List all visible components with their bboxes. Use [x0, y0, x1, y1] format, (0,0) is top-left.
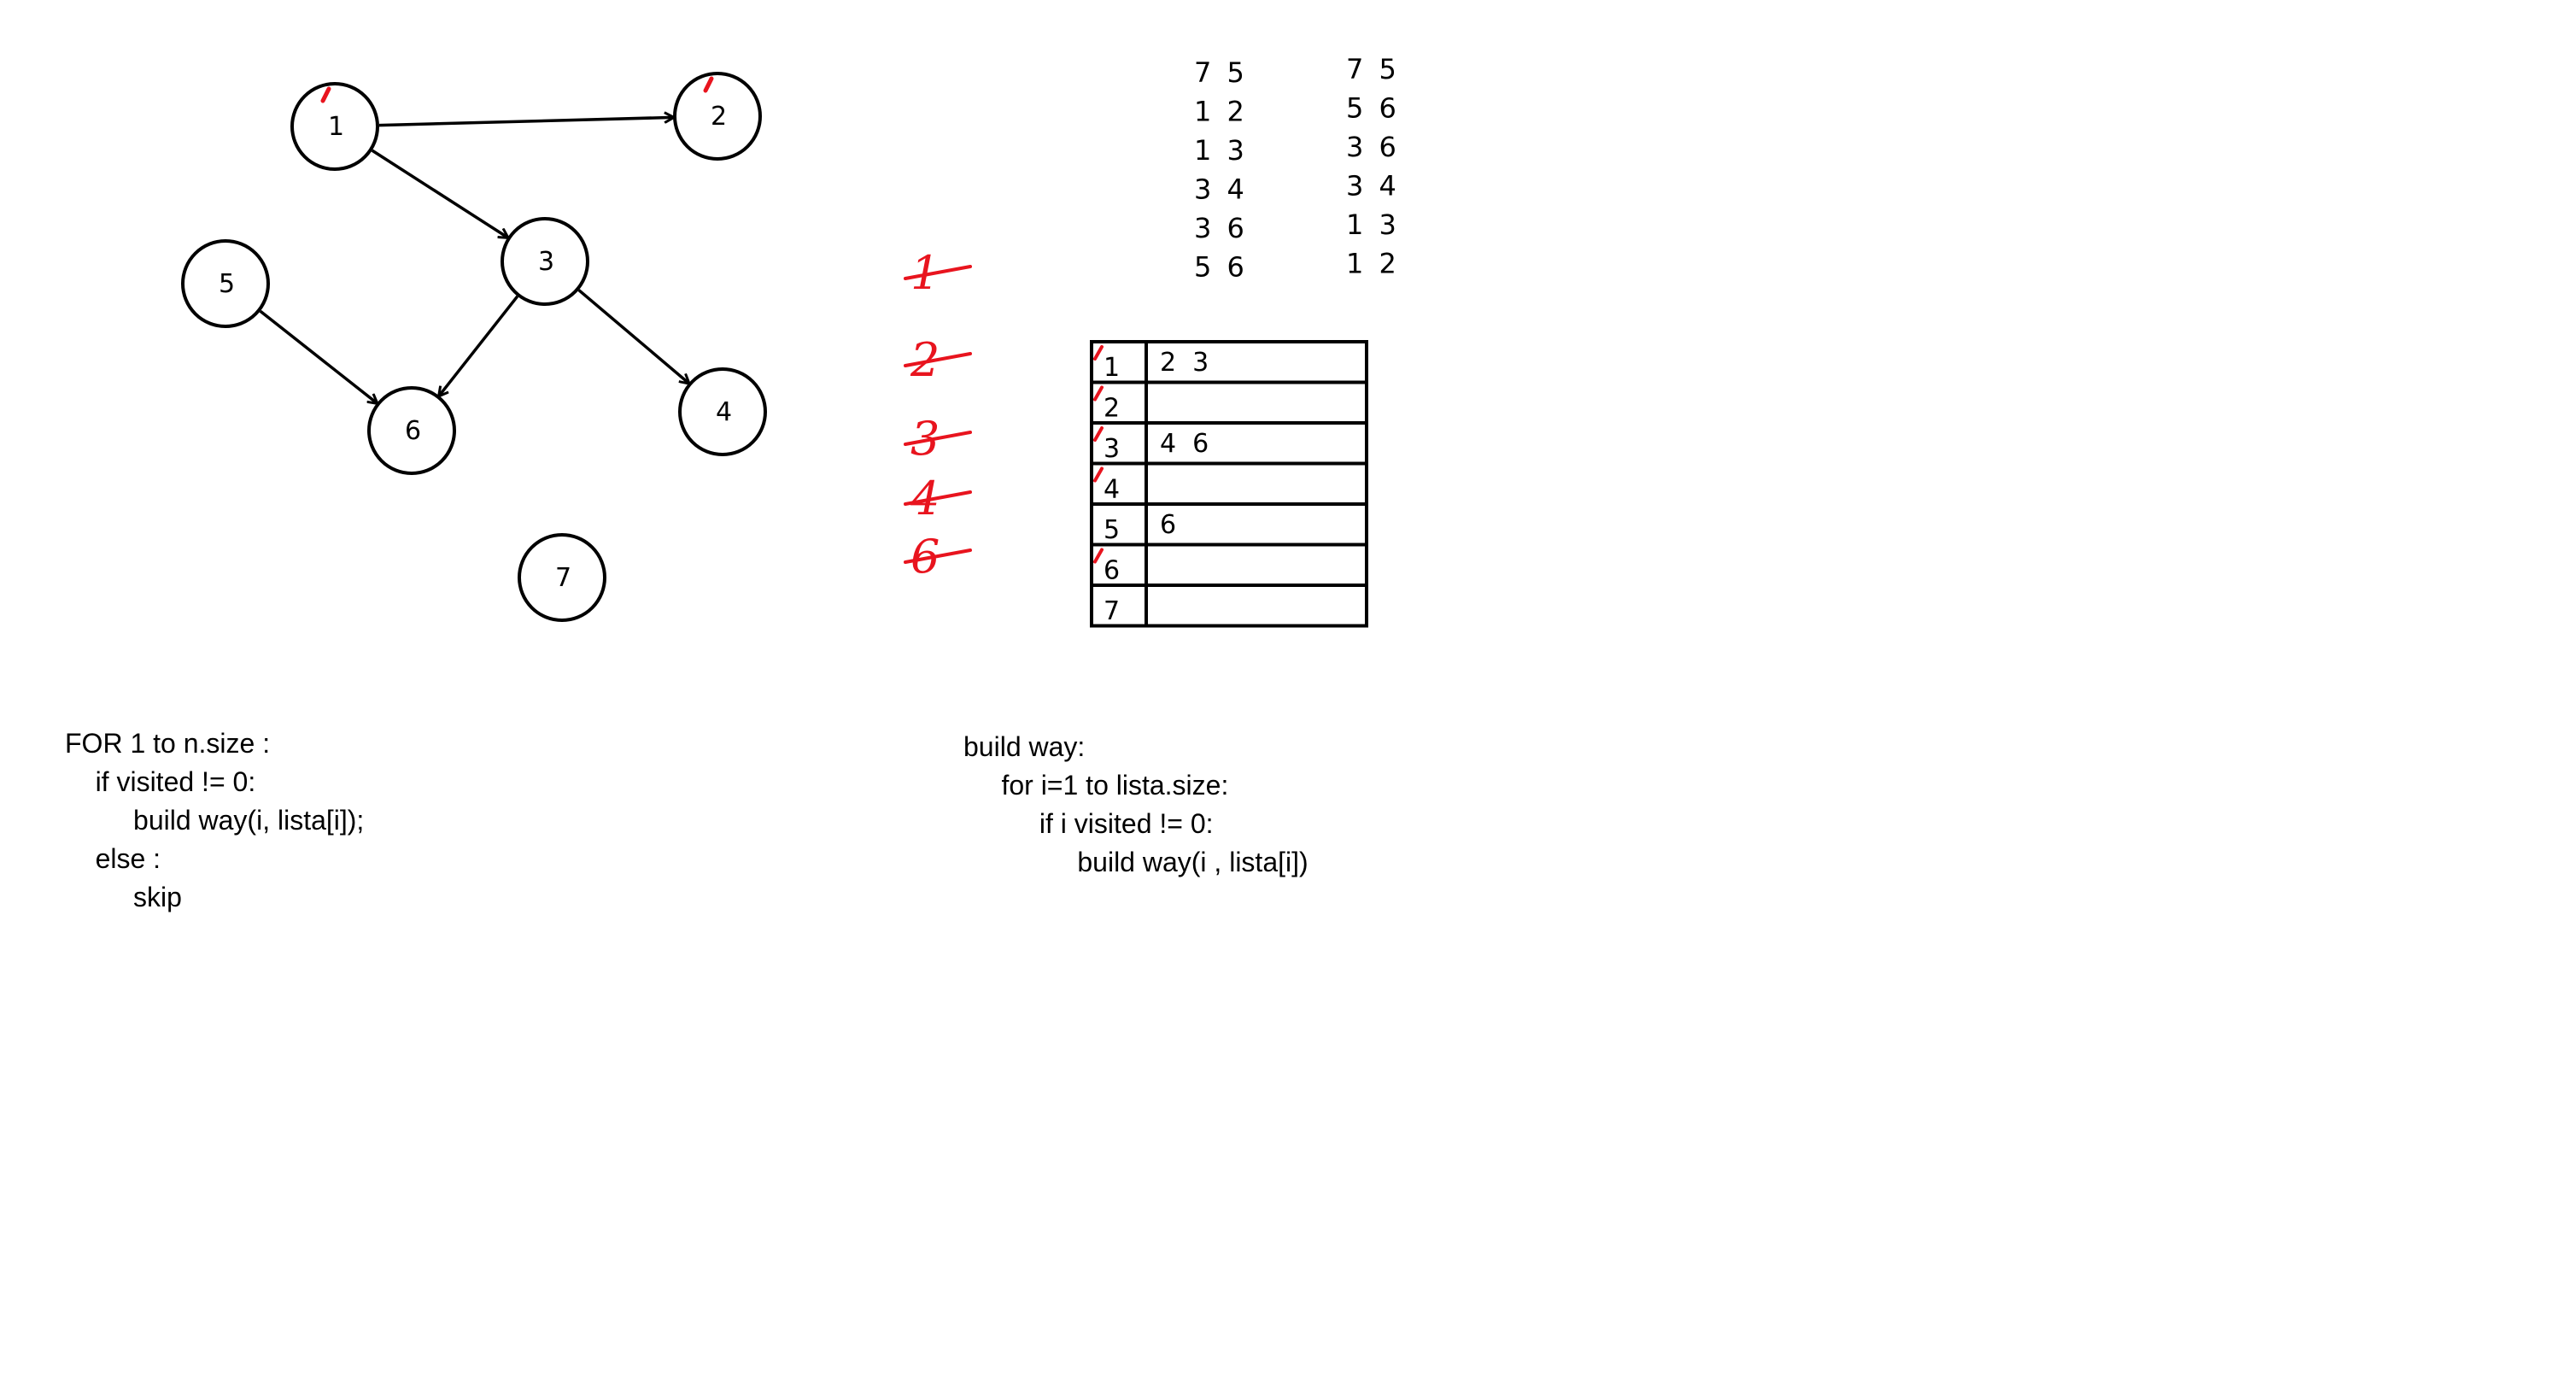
adjacency-row-index: 7 — [1104, 596, 1120, 626]
edge-list-left-item: 5 6 — [1194, 251, 1248, 284]
code-line: for i=1 to lista.size: — [963, 770, 1229, 801]
adjacency-row-neighbors: 2 3 — [1160, 348, 1209, 378]
code-line: skip — [65, 882, 182, 912]
adjacency-row-index: 2 — [1104, 394, 1120, 424]
graph-node-label: 4 — [716, 397, 732, 427]
graph-edges — [259, 117, 689, 403]
edge-list-left-item: 1 3 — [1194, 134, 1248, 167]
crossed-digit-4: 4 — [904, 472, 972, 525]
edge-list-right-item: 3 6 — [1346, 131, 1400, 163]
edge-list-right-item: 7 5 — [1346, 53, 1400, 85]
visited-mark-node-2 — [703, 76, 714, 93]
graph-node-5: 5 — [181, 239, 270, 328]
adjacency-row-index: 6 — [1104, 556, 1120, 586]
edge-list-left-item: 3 4 — [1194, 173, 1248, 206]
crossed-digit-2: 2 — [904, 333, 972, 387]
edge-list-right-item: 3 4 — [1346, 170, 1400, 202]
graph-node-label: 5 — [219, 269, 235, 299]
adjacency-row-2: 2 — [1093, 385, 1120, 424]
code-line: FOR 1 to n.size : — [65, 728, 271, 759]
code-line: if visited != 0: — [65, 766, 256, 797]
code-line: build way(i, lista[i]); — [65, 805, 365, 836]
graph-node-2: 2 — [673, 72, 762, 161]
visited-marks — [320, 76, 714, 103]
graph-diagram: 1 2 3 4 5 6 7 — [181, 72, 767, 622]
crossed-digit-6: 6 — [904, 530, 972, 584]
edge-list-left: 7 5 1 2 1 3 3 4 3 6 5 6 — [1194, 56, 1248, 284]
graph-node-7: 7 — [518, 533, 606, 622]
code-line: build way(i , lista[i]) — [963, 847, 1308, 877]
graph-nodes: 1 2 3 4 5 6 7 — [181, 72, 767, 622]
graph-node-6: 6 — [367, 386, 456, 475]
graph-node-label: 3 — [538, 247, 554, 277]
edge-list-right-item: 1 2 — [1346, 248, 1400, 280]
row-check-mark — [1093, 548, 1104, 564]
graph-node-label: 7 — [555, 563, 571, 593]
crossed-digit-3: 3 — [904, 412, 972, 466]
edge-list-left-item: 7 5 — [1194, 56, 1248, 89]
row-check-mark — [1093, 466, 1104, 483]
graph-node-4: 4 — [678, 367, 767, 456]
edge-3-to-6 — [439, 295, 519, 396]
edge-1-to-2 — [378, 117, 673, 127]
code-line: if i visited != 0: — [963, 808, 1214, 839]
edge-3-to-4 — [577, 289, 689, 384]
row-check-mark — [1093, 345, 1104, 361]
adjacency-row-7: 7 — [1104, 596, 1120, 626]
adjacency-row-1: 1 2 3 — [1093, 345, 1209, 383]
adjacency-row-index: 4 — [1104, 475, 1120, 505]
row-check-mark — [1093, 385, 1104, 402]
pseudocode-main-loop: FOR 1 to n.size : if visited != 0: build… — [65, 724, 364, 917]
edge-list-left-item: 1 2 — [1194, 96, 1248, 128]
edge-list-right: 7 5 5 6 3 6 3 4 1 3 1 2 — [1346, 53, 1400, 280]
visited-mark-node-1 — [320, 86, 331, 103]
adjacency-row-neighbors: 6 — [1160, 510, 1176, 540]
adjacency-row-6: 6 — [1093, 548, 1120, 586]
edge-list-left-item: 3 6 — [1194, 212, 1248, 244]
row-check-mark — [1093, 426, 1104, 442]
graph-node-label: 6 — [405, 416, 421, 446]
graph-node-label: 2 — [711, 102, 727, 132]
graph-node-3: 3 — [501, 217, 589, 306]
adjacency-row-3: 3 4 6 — [1093, 426, 1209, 464]
adjacency-row-4: 4 — [1093, 466, 1120, 505]
edge-list-right-item: 5 6 — [1346, 92, 1400, 125]
graph-node-1: 1 — [290, 82, 379, 171]
code-line: build way: — [963, 731, 1086, 762]
edge-list-right-item: 1 3 — [1346, 208, 1400, 241]
crossed-out-digits: 1 2 3 46 — [904, 246, 972, 584]
code-line: else : — [65, 843, 161, 874]
pseudocode-build-way: build way: for i=1 to lista.size: if i v… — [963, 728, 1308, 882]
crossed-digit-1: 1 — [904, 246, 972, 300]
edge-5-to-6 — [259, 309, 377, 403]
graph-node-label: 1 — [328, 112, 344, 142]
adjacency-row-neighbors: 4 6 — [1160, 429, 1209, 459]
adjacency-row-index: 1 — [1104, 353, 1120, 383]
edge-1-to-3 — [371, 149, 507, 238]
adjacency-row-index: 3 — [1104, 434, 1120, 464]
adjacency-row-index: 5 — [1104, 515, 1120, 545]
